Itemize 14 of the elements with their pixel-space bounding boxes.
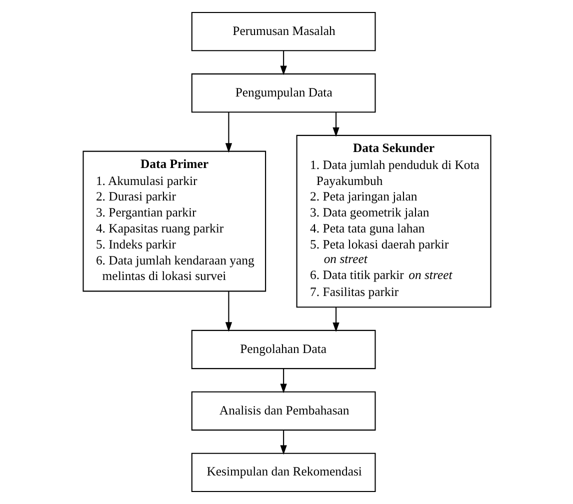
arrow: [224, 291, 232, 332]
arrow: [224, 112, 232, 153]
node-box: Data Primer 1. Akumulasi parkir 2. Durasi parkir 3. Pergantian parkir 4. Kapasitas ruang parkir 5. Indeks parkir 6. Data jumlah kendaraan yang melintas di lokasi survei: [82, 150, 266, 292]
arrow: [332, 307, 339, 332]
arrow: [280, 430, 286, 455]
node-box: Pengolahan Data: [190, 330, 376, 370]
node-box: Pengumpulan Data: [190, 73, 376, 113]
node-box: Data Sekunder 1. Data jumlah penduduk di Kota Payakumbuh 2. Peta jaringan jalan 3. Data geometrik jalan 4. Peta tata guna lahan 5. Peta lokasi daerah parkir on street 6. Data titik parkir on street 7. Fasilitas parkir: [296, 134, 491, 308]
arrow: [280, 368, 286, 394]
node-box: Analisis dan Pembahasan: [190, 391, 376, 431]
node-box: Kesimpulan dan Rekomendasi: [190, 452, 376, 492]
node-box: Perumusan Masalah: [190, 12, 376, 52]
arrow: [280, 50, 286, 76]
arrow: [332, 112, 339, 137]
